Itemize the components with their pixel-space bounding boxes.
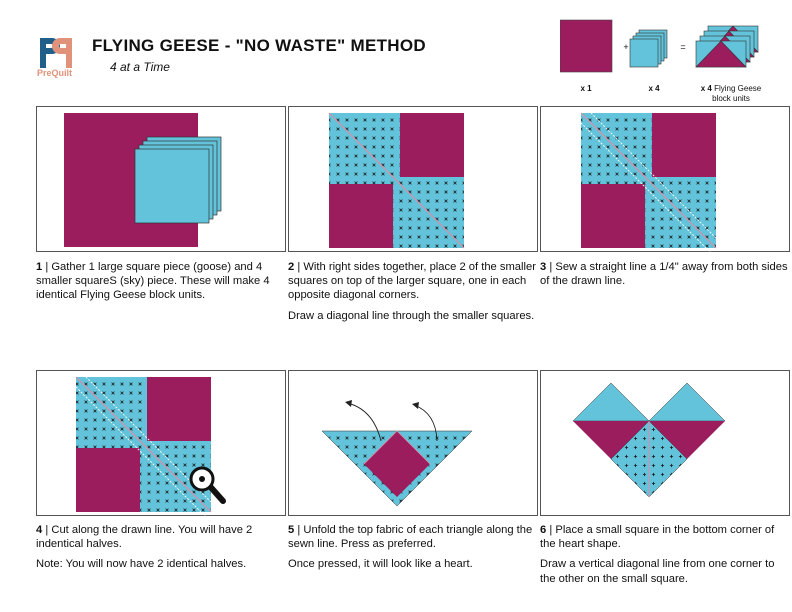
step-number: 2 (288, 261, 295, 273)
result-count: x 4 (700, 84, 712, 93)
small-squares-stack-icon (629, 29, 668, 68)
step-note: Once pressed, it will look like a heart. (288, 558, 473, 571)
step-instruction: Cut along the drawn line. You will have … (36, 524, 253, 551)
step-1-illustration (36, 106, 286, 252)
small-count-label: x 4 (648, 84, 660, 93)
step-5-text: 5 | Unfold the top fabric of each triang… (288, 523, 538, 578)
step-instruction: Place a small square in the bottom corne… (540, 524, 775, 551)
step-note: Draw a vertical diagonal line from one c… (540, 558, 775, 585)
result-description: Flying Geese block units (712, 84, 762, 103)
small-squares-stack-icon (134, 136, 222, 224)
step-instruction: With right sides together, place 2 of th… (288, 261, 536, 302)
step-note: Note: You will now have 2 identical halv… (36, 558, 247, 571)
page-title: FLYING GEESE - "NO WASTE" METHOD (92, 36, 426, 55)
step-instruction: Unfold the top fabric of each triangle a… (288, 524, 533, 551)
large-count-label: x 1 (580, 84, 592, 93)
step-3-text: 3 | Sew a straight line a 1/4" away from… (540, 261, 788, 288)
equals-sign: = (680, 42, 685, 52)
drawn-diagonal-line (580, 112, 717, 249)
step-number: 4 (36, 524, 43, 536)
step-6-illustration (540, 370, 790, 516)
drawn-diagonal-line (328, 112, 465, 249)
step-4-text: 4 | Cut along the drawn line. You will h… (36, 523, 286, 578)
sew-line-bottom (575, 117, 712, 253)
sew-line-top (585, 107, 722, 244)
step-number: 5 (288, 524, 295, 536)
step-note: Draw a diagonal line through the smaller… (288, 309, 535, 322)
flying-geese-stack-icon (695, 25, 759, 68)
page-subtitle: 4 at a Time (110, 60, 170, 74)
step-3-illustration (540, 106, 790, 253)
materials-legend: + = x 1 x 4 x 4 Flying Geese block units (559, 16, 770, 106)
prequilt-logo-icon (40, 38, 72, 68)
step-number: 3 (540, 261, 547, 273)
logo-text: PreQuilt (37, 68, 73, 78)
step-4-illustration (36, 370, 286, 517)
step-instruction: Gather 1 large square piece (goose) and … (36, 261, 270, 302)
step-number: 1 (36, 261, 43, 273)
legend-graphic: + = (559, 19, 759, 73)
step-2-text: 2 | With right sides together, place 2 o… (288, 260, 538, 329)
result-label: x 4 Flying Geese block units (692, 84, 770, 104)
step-2-illustration (288, 106, 538, 252)
step-1-text: 1 | Gather 1 large square piece (goose) … (36, 261, 270, 302)
step-instruction: Sew a straight line a 1/4" away from bot… (540, 261, 788, 288)
large-square-icon (559, 19, 613, 73)
rotary-cutter-icon (189, 466, 226, 504)
step-5-illustration (288, 370, 538, 516)
step-6-text: 6 | Place a small square in the bottom c… (540, 523, 790, 592)
plus-sign: + (623, 42, 628, 52)
step-number: 6 (540, 524, 547, 536)
